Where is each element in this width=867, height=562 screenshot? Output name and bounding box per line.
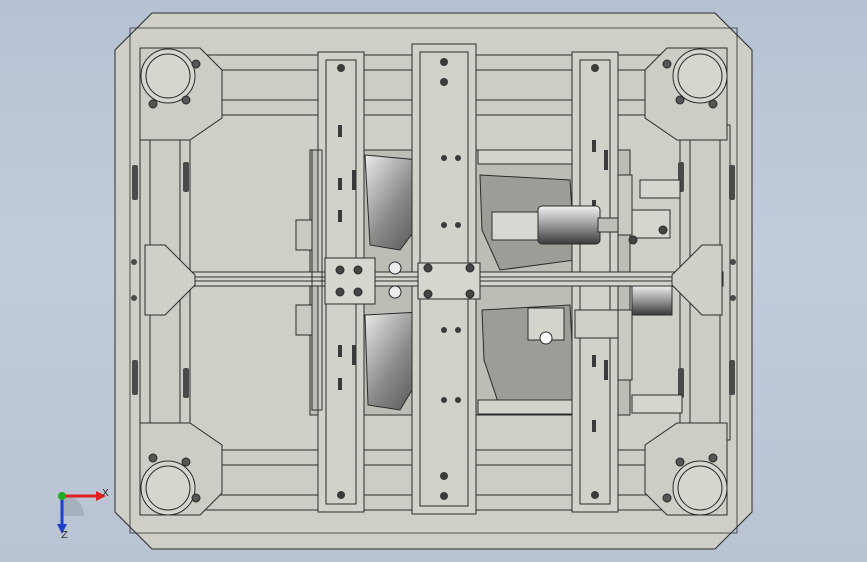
- caster-bottom-left: [139, 422, 223, 516]
- x-axis-arrowhead: [96, 491, 106, 501]
- caster-bottom-right: [644, 422, 728, 516]
- x-axis-label: X: [102, 488, 109, 499]
- cross-bar: [144, 244, 724, 316]
- side-brackets: [295, 149, 633, 411]
- triad-origin: [58, 492, 66, 500]
- caster-top-right: [644, 47, 728, 141]
- lower-actuator: [527, 284, 683, 414]
- z-axis-arrowhead: [57, 524, 67, 534]
- triad-graphic: [57, 491, 106, 534]
- coordinate-triad: X Z: [40, 480, 120, 550]
- caster-top-left: [139, 47, 223, 141]
- z-axis-label: Z: [61, 530, 68, 541]
